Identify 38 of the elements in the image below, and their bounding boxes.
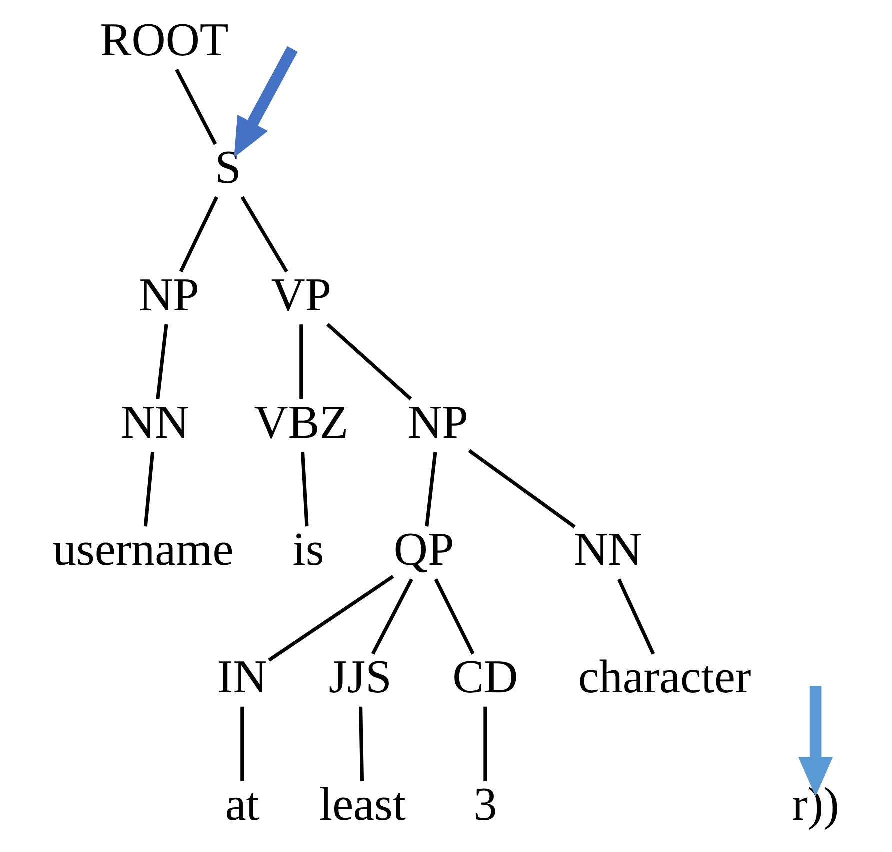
connector [299,324,303,400]
connector [143,452,154,527]
connector [178,196,218,273]
node-text: NP [408,396,468,449]
arrow [234,46,298,158]
node-text: QP [393,524,454,576]
connector [616,578,655,655]
node-text: JJS [328,652,392,704]
node-text: IN [216,652,267,704]
connector [174,68,217,146]
connector [424,452,437,527]
node-text: NN [574,524,642,576]
connector [468,449,576,528]
connector [240,196,288,273]
connector [326,323,412,401]
node-text: VP [270,269,332,322]
node-text: NN [120,396,189,449]
connector [300,452,308,527]
node-text: CD [452,652,518,704]
connector [268,575,394,662]
node-text: character [578,652,751,704]
connector [240,706,244,782]
node-text: 3 [473,779,497,832]
node-text: VBZ [254,396,348,449]
connector [434,578,474,655]
node-text: is [292,524,324,576]
node-text: NP [138,269,199,322]
node-text: r)) [792,779,839,832]
node-text: at [224,779,259,832]
node-text: username [52,524,234,576]
node-text: ROOT [100,14,228,67]
connector [156,324,168,400]
node-text: S [214,142,241,194]
connector [483,706,487,782]
connector [358,706,364,782]
arrow [798,686,833,797]
connector [370,578,413,655]
node-text: least [318,779,406,832]
